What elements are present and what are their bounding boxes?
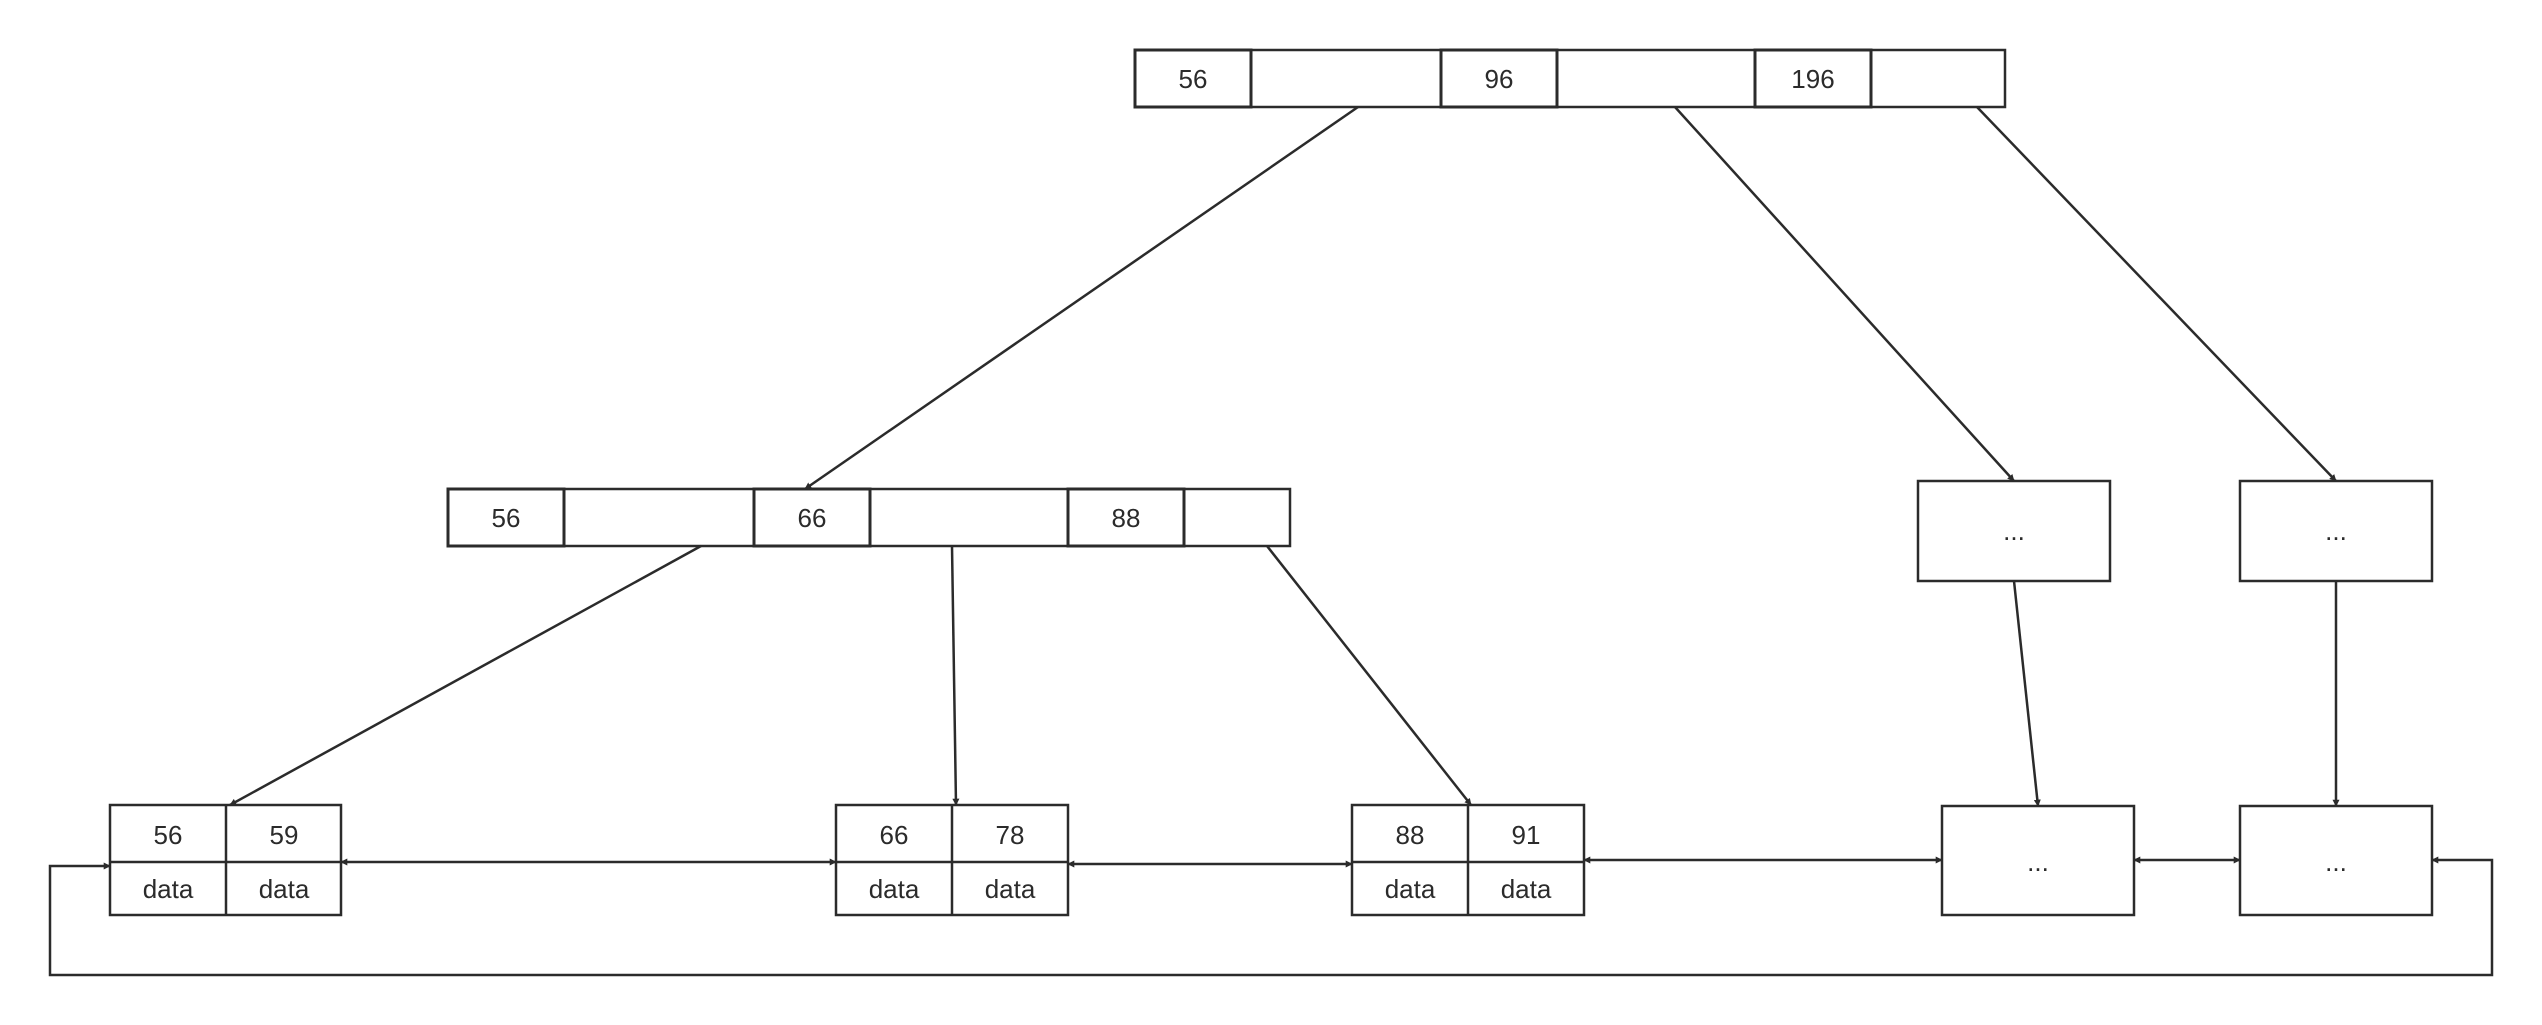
leaf-node-3: 88 91 data data [1350, 803, 1586, 917]
leaf-3-key-2: 91 [1512, 820, 1541, 850]
root-key-1: 56 [1179, 64, 1208, 94]
edge-root-to-internal [804, 105, 1359, 491]
leaf-node-2: 66 78 data data [834, 803, 1070, 917]
placeholder-node-2: ... [2238, 479, 2434, 583]
placeholder-leaf-1: ... [1940, 804, 2136, 917]
root-key-2: 96 [1485, 64, 1514, 94]
placeholder-leaf-2-label: ... [2325, 847, 2347, 877]
internal-key-1: 56 [492, 503, 521, 533]
leaf-1-key-2: 59 [270, 820, 299, 850]
leaf-3-value-1: data [1385, 874, 1436, 904]
placeholder-node-2-label: ... [2325, 516, 2347, 546]
placeholder-node-1-box [1916, 479, 2112, 583]
root-key-2-box [1439, 48, 1559, 109]
edge-internal-to-leaf-1 [229, 544, 702, 807]
internal-key-3: 88 [1112, 503, 1141, 533]
internal-key-1-box [446, 487, 566, 548]
internal-key-3-box [1066, 487, 1186, 548]
root-key-3-box [1753, 48, 1873, 109]
leaf-3-key-1: 88 [1396, 820, 1425, 850]
leaf-2-value-1: data [869, 874, 920, 904]
leaf-2-key-1: 66 [880, 820, 909, 850]
internal-key-2-box [752, 487, 872, 548]
link-wraparound [48, 856, 2494, 977]
placeholder-leaf-1-label: ... [2027, 847, 2049, 877]
internal-key-2: 66 [798, 503, 827, 533]
edge-root-to-placeholder-2 [1976, 106, 2337, 482]
root-node-frame [1133, 48, 2007, 109]
edge-placeholder-1-to-leaf [2012, 580, 2041, 807]
leaf-1-key-1: 56 [154, 820, 183, 850]
leaf-1-value-1: data [143, 874, 194, 904]
leaf-2-value-2: data [985, 874, 1036, 904]
root-key-1-box [1133, 48, 1253, 109]
root-key-3: 196 [1791, 64, 1834, 94]
placeholder-node-1-label: ... [2003, 516, 2025, 546]
root-node: 56 96 196 [1133, 48, 2007, 109]
leaf-node-1: 56 59 data data [108, 803, 343, 917]
leaf-2-key-2: 78 [996, 820, 1025, 850]
placeholder-node-1: ... [1916, 479, 2112, 583]
edge-internal-to-leaf-3 [1266, 545, 1472, 806]
edge-internal-to-leaf-2 [950, 545, 960, 806]
edge-root-to-placeholder-1 [1674, 106, 2015, 482]
leaf-1-value-2: data [259, 874, 310, 904]
internal-node: 56 66 88 [446, 487, 1292, 548]
leaf-3-value-2: data [1501, 874, 1552, 904]
placeholder-leaf-2: ... [2238, 804, 2434, 917]
